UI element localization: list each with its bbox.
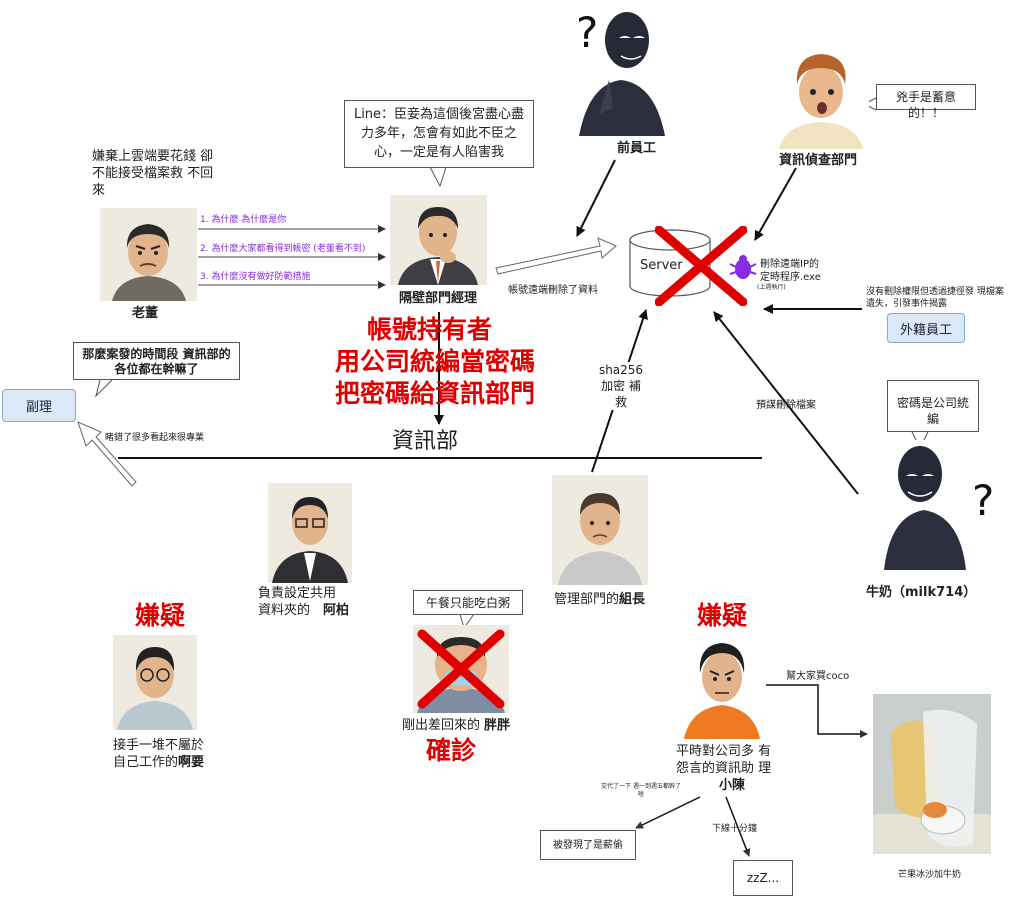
boss-face-icon: [100, 208, 197, 301]
malware-label: 刪除遠端IP的 定時程序.exe: [760, 259, 821, 283]
xiaochen-down-box: zzZ...: [733, 860, 793, 896]
xiaochen-portrait: [680, 633, 764, 739]
manager-name: 隔壁部門經理: [399, 291, 478, 306]
former-employee-name: 前員工: [617, 141, 657, 156]
worried-man-icon: [552, 475, 648, 585]
fatty-cross-icon: [417, 629, 505, 709]
coco-line: [766, 684, 868, 738]
glasses-man-icon: [268, 483, 352, 583]
arrow-former-server: [576, 159, 616, 237]
fatty-tag: 確診: [426, 736, 477, 765]
shadow-figure-icon: [579, 12, 665, 136]
ayao-tag: 嫌疑: [135, 601, 186, 630]
fatty-name: 胖胖: [484, 718, 511, 733]
arrow-xiaochen-left: [635, 796, 701, 829]
fatty-bubble: 午餐只能吃白粥: [413, 590, 523, 615]
xiaochen-desc: 平時對公司多 有怨言的資訊助 理: [676, 744, 772, 776]
server-cross-icon: [655, 226, 747, 306]
investigation-bubble: 兇手是蓄意的！！: [876, 84, 976, 120]
boss-portrait: [100, 208, 197, 301]
hollow-arrow-manager-server: [495, 237, 617, 275]
abo-portrait: [268, 483, 352, 583]
big-red-line-3: 把密碼給資訊部門: [335, 379, 536, 408]
boss-question-1: 1. 為什麼 為什麼是你: [200, 215, 287, 225]
milk-portrait: [880, 440, 970, 570]
xiaochen-down-label: 下線十分鐘: [712, 824, 758, 834]
manager-line-bubble: Line：臣妾為這個後宮盡心盡力多年，怎會有如此不臣之心，一定是有人陷害我: [344, 100, 534, 168]
angry-man-icon: [684, 643, 760, 739]
mango-drink-icon: [873, 694, 991, 854]
xiaochen-left-box: 被發現了是薪偷: [540, 830, 636, 860]
vice-arrow-label: 睹錯了很多看起來很專業: [105, 433, 205, 443]
boss-name: 老董: [132, 306, 159, 321]
group-leader-desc: 管理部門的: [554, 592, 620, 607]
drink-photo: [873, 694, 991, 854]
vice-bubble: 那麼案發的時間段 資訊部的各位都在幹嘛了: [73, 342, 240, 380]
former-employee-portrait: [569, 4, 673, 136]
shadow-figure-icon-2: [884, 446, 966, 570]
vice-box: 副理: [2, 389, 76, 422]
big-red-line-2: 用公司統編當密碼: [335, 347, 536, 376]
tail-line-bubble: [429, 166, 447, 188]
arrow-investigation-server: [754, 167, 797, 241]
abo-name: 阿柏: [323, 603, 350, 618]
abo-desc: 負責設定共用 資料夾的: [258, 586, 337, 618]
arrow-xiaochen-down: [725, 796, 751, 857]
fatty-desc: 剛出差回來的: [402, 718, 481, 733]
milk-bubble: 密碼是公司統編: [887, 380, 979, 432]
boss-question-3: 3. 為什麼沒有做好防範措施: [200, 272, 311, 282]
investigation-name: 資訊偵查部門: [779, 153, 858, 168]
foreign-worker-box: 外籍員工: [887, 313, 965, 343]
ayao-name: 啊要: [178, 755, 205, 770]
hollow-arrow-vice: [77, 421, 137, 487]
xiaochen-name: 小陳: [719, 778, 746, 793]
arrow-milk-server: [713, 311, 859, 495]
boss-complaint: 嫌棄上雲端要花錢 卻不能接受檔案救 不回來: [92, 149, 214, 198]
manager-portrait: [390, 195, 487, 285]
malware-sub: (上週執行): [757, 284, 786, 291]
investigation-portrait: [773, 44, 869, 149]
big-red-line-1: 帳號持有者: [367, 315, 493, 344]
manager-arrow-label: 帳號遠端刪除了資料: [508, 285, 598, 296]
server-label: Server: [640, 258, 683, 273]
boss-question-2: 2. 為什麼大家都看得到帳密 (老董看不到): [200, 244, 366, 254]
xiaochen-tag: 嫌疑: [697, 601, 748, 630]
sha-label: sha256 加密 補救: [596, 362, 646, 410]
glasses-man-icon-2: [113, 635, 197, 730]
bug-icon: [729, 255, 757, 279]
group-leader-name: 組長: [619, 592, 646, 607]
milk-name: 牛奶（milk714）: [866, 585, 977, 600]
foreign-worker-note: 沒有刪除權限但透過捷徑發 現檔案遺失，引發事件揭露: [866, 287, 1004, 309]
xiaochen-coco-label: 幫大家買coco: [786, 671, 850, 682]
tail-vice-bubble: [95, 379, 113, 398]
ayao-desc: 接手一堆不屬於 自己工作的: [113, 738, 205, 770]
manager-face-icon: [390, 195, 487, 285]
milk-question-mark: ?: [972, 476, 995, 525]
surprised-man-icon: [779, 54, 863, 149]
it-dept-label: 資訊部: [392, 429, 459, 454]
milk-arrow-label: 預謀刪除檔案: [756, 400, 816, 411]
group-leader-portrait: [552, 475, 648, 585]
ayao-portrait: [113, 635, 197, 730]
former-question-mark: ?: [576, 8, 599, 57]
xiaochen-left-label: 交代了一下 週一到週五都幹了啥: [601, 783, 681, 798]
drink-caption: 芒果冰沙加牛奶: [898, 870, 962, 880]
